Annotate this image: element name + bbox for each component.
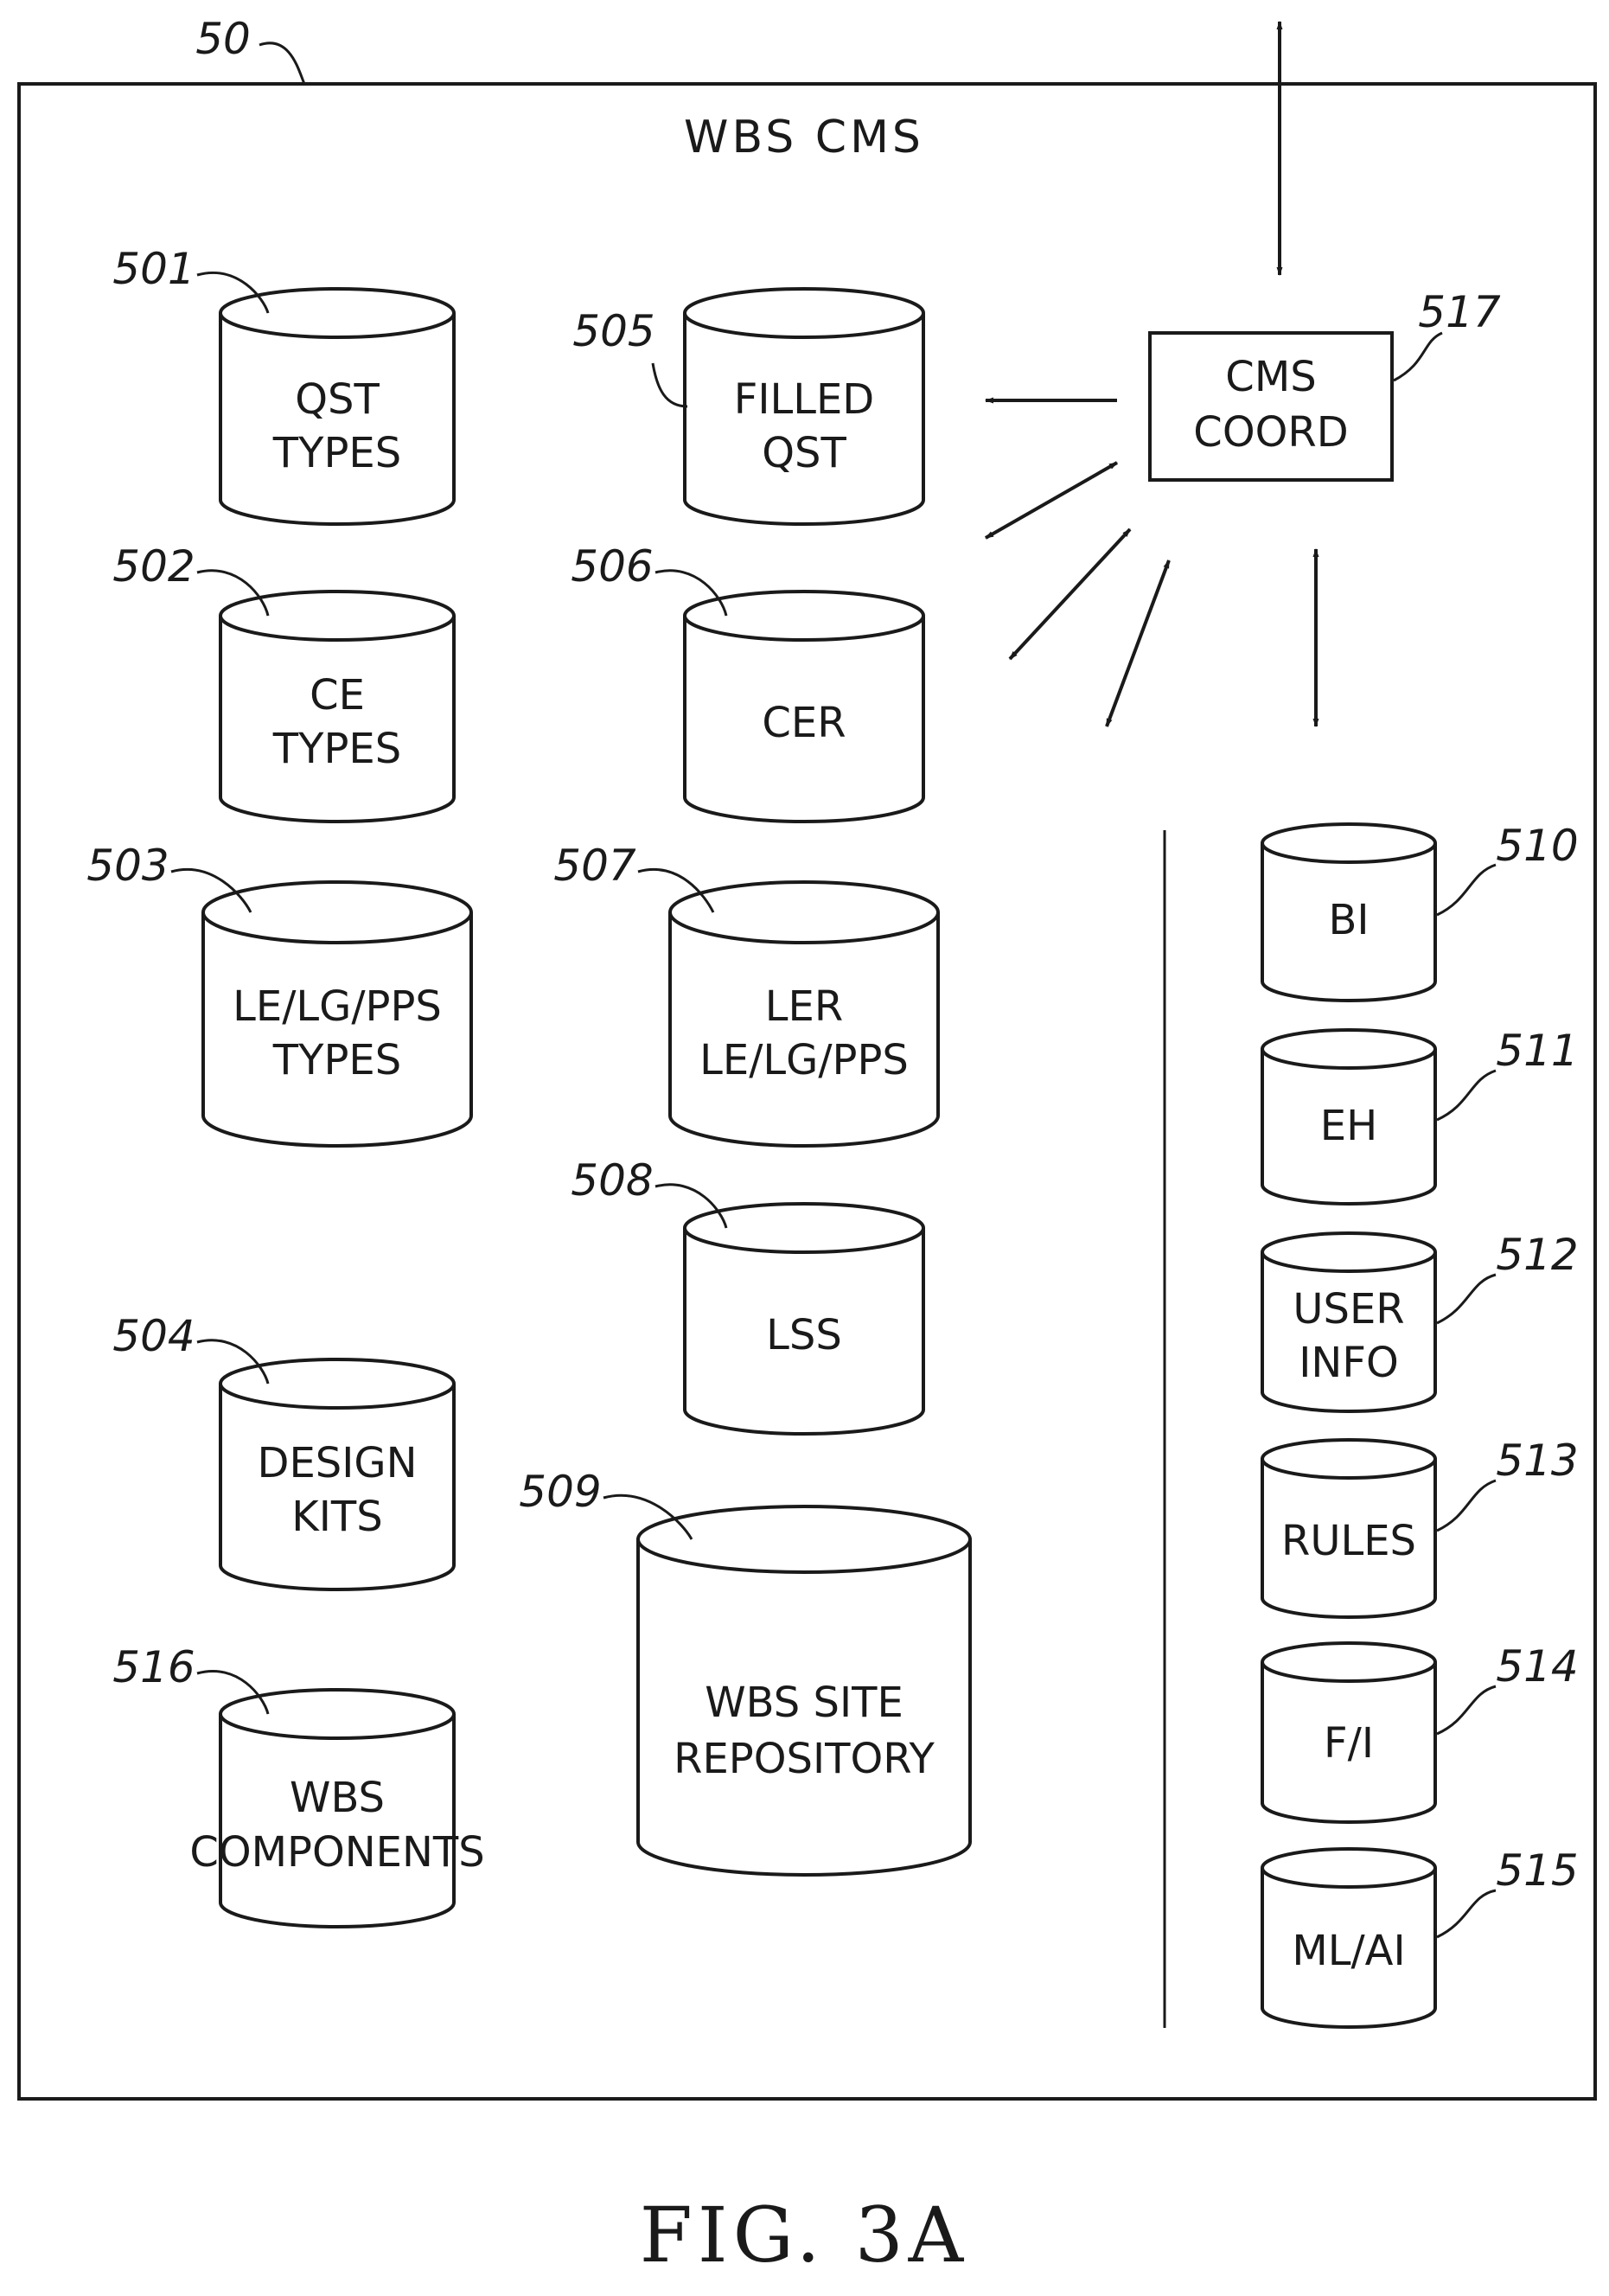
database-506-label-line-1: CER — [762, 699, 846, 747]
database-510-label-line-1: BI — [1328, 896, 1369, 944]
system-ref: 50 — [195, 14, 251, 64]
figure-caption: FIG. 3A — [640, 2190, 968, 2280]
database-501-ref: 501 — [112, 244, 195, 294]
database-505-label-line-2: QST — [762, 429, 846, 477]
database-514-ref-leader — [1437, 1686, 1496, 1734]
cms-coordinator-ref: 517 — [1418, 287, 1501, 337]
database-512-ref: 512 — [1496, 1230, 1578, 1280]
database-501-top — [220, 289, 454, 337]
database-510-ref-leader — [1437, 865, 1496, 915]
database-514-ref: 514 — [1496, 1641, 1578, 1692]
database-505-ref: 505 — [572, 306, 654, 356]
database-507: LER LE/LG/PPS 507 — [553, 841, 938, 1146]
database-516-label-line-1: WBS — [290, 1774, 385, 1822]
database-515-top — [1262, 1849, 1435, 1887]
database-513-top — [1262, 1440, 1435, 1478]
arrow-link-b — [1010, 529, 1130, 659]
database-502-label-line-2: TYPES — [272, 725, 401, 773]
cms-coordinator-label-line-1: CMS — [1225, 353, 1316, 401]
database-508-label-line-1: LSS — [766, 1311, 842, 1359]
database-508: LSS 508 — [571, 1155, 923, 1434]
database-504-ref: 504 — [112, 1311, 195, 1361]
database-504-label-line-1: DESIGN — [257, 1439, 417, 1487]
database-516-top — [220, 1690, 454, 1738]
database-505-ref-leader — [653, 363, 687, 406]
database-509: WBS SITE REPOSITORY 509 — [519, 1467, 970, 1875]
database-504-top — [220, 1359, 454, 1408]
system-title: WBS CMS — [684, 112, 924, 163]
database-509-top — [638, 1506, 970, 1572]
database-509-ref: 509 — [519, 1467, 601, 1517]
database-511-ref-leader — [1437, 1071, 1496, 1120]
database-507-top — [670, 882, 938, 943]
database-515-ref: 515 — [1496, 1845, 1578, 1896]
database-507-label-line-2: LE/LG/PPS — [699, 1036, 909, 1084]
database-512-label-line-2: INFO — [1299, 1339, 1398, 1387]
database-514-top — [1262, 1643, 1435, 1681]
database-509-label-line-1: WBS SITE — [705, 1679, 903, 1727]
database-515-ref-leader — [1437, 1890, 1496, 1937]
database-507-label-line-1: LER — [765, 982, 843, 1031]
database-512-ref-leader — [1437, 1275, 1496, 1323]
database-516-ref: 516 — [112, 1642, 195, 1692]
arrow-link-a — [986, 463, 1117, 538]
cms-coordinator-label-line-2: COORD — [1193, 408, 1348, 457]
database-510-ref: 510 — [1496, 821, 1578, 871]
database-513-ref-leader — [1437, 1481, 1496, 1531]
database-506-ref: 506 — [571, 541, 653, 592]
database-511-label-line-1: EH — [1320, 1102, 1377, 1150]
database-515: ML/AI 515 — [1262, 1845, 1579, 2027]
database-508-ref: 508 — [571, 1155, 653, 1206]
database-506-top — [685, 592, 923, 640]
database-510-top — [1262, 824, 1435, 862]
database-501-label-line-1: QST — [295, 375, 380, 424]
database-508-top — [685, 1204, 923, 1252]
database-510: BI 510 — [1262, 821, 1579, 1001]
cms-coordinator-ref-leader — [1394, 333, 1442, 381]
database-502: CE TYPES 502 — [112, 541, 454, 822]
database-503-label-line-2: TYPES — [272, 1036, 401, 1084]
database-512-top — [1262, 1233, 1435, 1271]
cms-coordinator: CMS COORD 517 — [1150, 287, 1501, 480]
arrow-link-c — [1107, 560, 1169, 726]
database-516-label-line-2: COMPONENTS — [189, 1828, 484, 1877]
database-513: RULES 513 — [1262, 1436, 1579, 1617]
database-512: USER INFO 512 — [1262, 1230, 1579, 1411]
database-layer: QST TYPES 501CE TYPES 502LE/LG/PPS TYPES 503DE… — [86, 244, 1578, 2027]
database-503-label-line-1: LE/LG/PPS — [233, 982, 442, 1031]
database-509-label-line-2: REPOSITORY — [674, 1735, 935, 1783]
database-515-label-line-1: ML/AI — [1292, 1927, 1405, 1975]
database-507-ref: 507 — [553, 841, 636, 891]
database-505-label-line-1: FILLED — [734, 375, 875, 424]
database-501: QST TYPES 501 — [112, 244, 454, 524]
database-516: WBS COMPONENTS 516 — [112, 1642, 484, 1927]
database-501-label-line-2: TYPES — [272, 429, 401, 477]
database-513-label-line-1: RULES — [1281, 1517, 1416, 1565]
database-503-ref: 503 — [86, 841, 169, 891]
database-511: EH 511 — [1262, 1026, 1579, 1204]
database-511-ref: 511 — [1496, 1026, 1578, 1076]
database-505-top — [685, 289, 923, 337]
database-504-label-line-2: KITS — [291, 1493, 382, 1541]
database-514-label-line-1: F/I — [1324, 1719, 1374, 1768]
database-505: FILLED QST 505 — [572, 289, 923, 524]
database-506: CER 506 — [571, 541, 923, 822]
database-511-top — [1262, 1030, 1435, 1068]
system-ref-leader — [259, 43, 304, 84]
database-513-ref: 513 — [1496, 1436, 1578, 1486]
database-512-label-line-1: USER — [1293, 1285, 1404, 1333]
database-502-top — [220, 592, 454, 640]
database-503-top — [203, 882, 471, 943]
database-502-label-line-1: CE — [310, 671, 365, 719]
database-504: DESIGN KITS 504 — [112, 1311, 454, 1589]
database-514: F/I 514 — [1262, 1641, 1579, 1822]
database-503: LE/LG/PPS TYPES 503 — [86, 841, 471, 1146]
database-502-ref: 502 — [112, 541, 195, 592]
